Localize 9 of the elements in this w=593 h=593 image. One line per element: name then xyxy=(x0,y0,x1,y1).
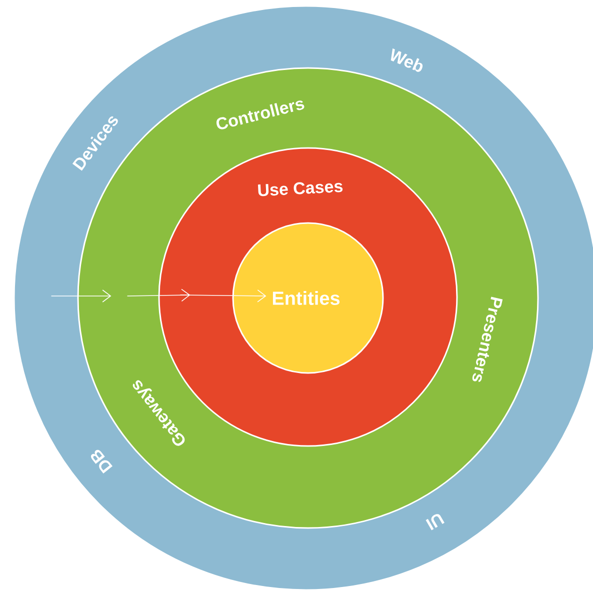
arrow xyxy=(180,290,266,302)
ring-label: UI xyxy=(426,514,444,530)
ring-label: Use Cases xyxy=(258,182,343,196)
arrow xyxy=(50,290,112,302)
layer-circle xyxy=(232,222,384,374)
ring-label: Web xyxy=(390,48,423,72)
arrow xyxy=(126,288,190,302)
ring-label: Entities xyxy=(272,291,340,305)
ring-label: DB xyxy=(90,450,113,474)
